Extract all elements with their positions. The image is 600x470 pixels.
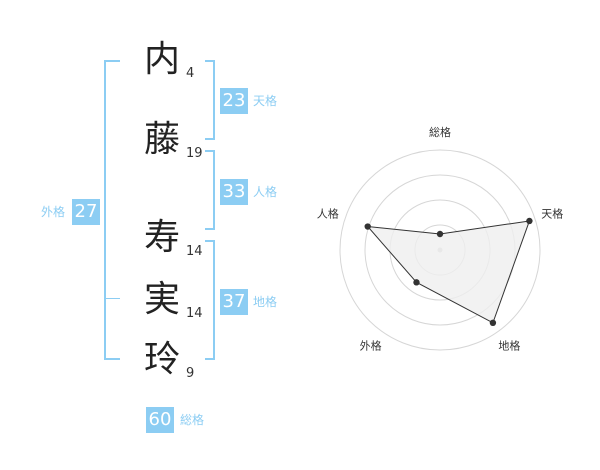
radar-axis-label-5: 人格 — [317, 207, 339, 221]
stroke-count-1: 4 — [186, 66, 195, 81]
radar-grid-ring-4 — [339, 149, 541, 351]
radar-point-4 — [413, 279, 420, 286]
stroke-count-3: 14 — [186, 244, 203, 259]
tenkaku-label: 天格 — [253, 94, 278, 108]
chikaku-value-badge: 37 — [220, 289, 248, 315]
tenkaku-value-badge: 23 — [220, 88, 248, 114]
jinkaku-value-badge: 33 — [220, 179, 248, 205]
stroke-count-2: 19 — [186, 146, 203, 161]
soukaku-label: 総格 — [180, 413, 205, 427]
soukaku-value-badge: 60 — [146, 407, 174, 433]
radar-axis-label-4: 外格 — [360, 338, 382, 352]
name-char-4: 実 — [143, 279, 180, 320]
stroke-count-4: 14 — [186, 306, 203, 321]
radar-point-2 — [526, 217, 533, 225]
chikaku-bracket — [205, 240, 215, 360]
name-char-3: 寿 — [143, 217, 180, 258]
gaikaku-value-badge: 27 — [72, 199, 100, 225]
gaikaku-bracket-tick — [104, 298, 120, 299]
tenkaku-bracket — [205, 60, 215, 140]
name-char-2: 藤 — [143, 119, 180, 160]
gaikaku-bracket — [104, 60, 120, 360]
name-char-1: 内 — [143, 39, 180, 80]
radar-data-polygon — [366, 220, 531, 324]
jinkaku-label: 人格 — [253, 185, 278, 199]
gaikaku-label: 外格 — [41, 205, 66, 219]
radar-point-1 — [436, 230, 444, 238]
stroke-count-5: 9 — [186, 366, 195, 381]
radar-axis-label-3: 地格 — [498, 338, 520, 352]
radar-point-3 — [489, 319, 497, 327]
name-char-5: 玲 — [143, 339, 180, 380]
chikaku-label: 地格 — [253, 295, 278, 309]
radar-axis-label-1: 総格 — [429, 125, 451, 139]
radar-point-5 — [364, 223, 371, 230]
jinkaku-bracket — [205, 150, 215, 230]
radar-axis-label-2: 天格 — [541, 207, 563, 221]
